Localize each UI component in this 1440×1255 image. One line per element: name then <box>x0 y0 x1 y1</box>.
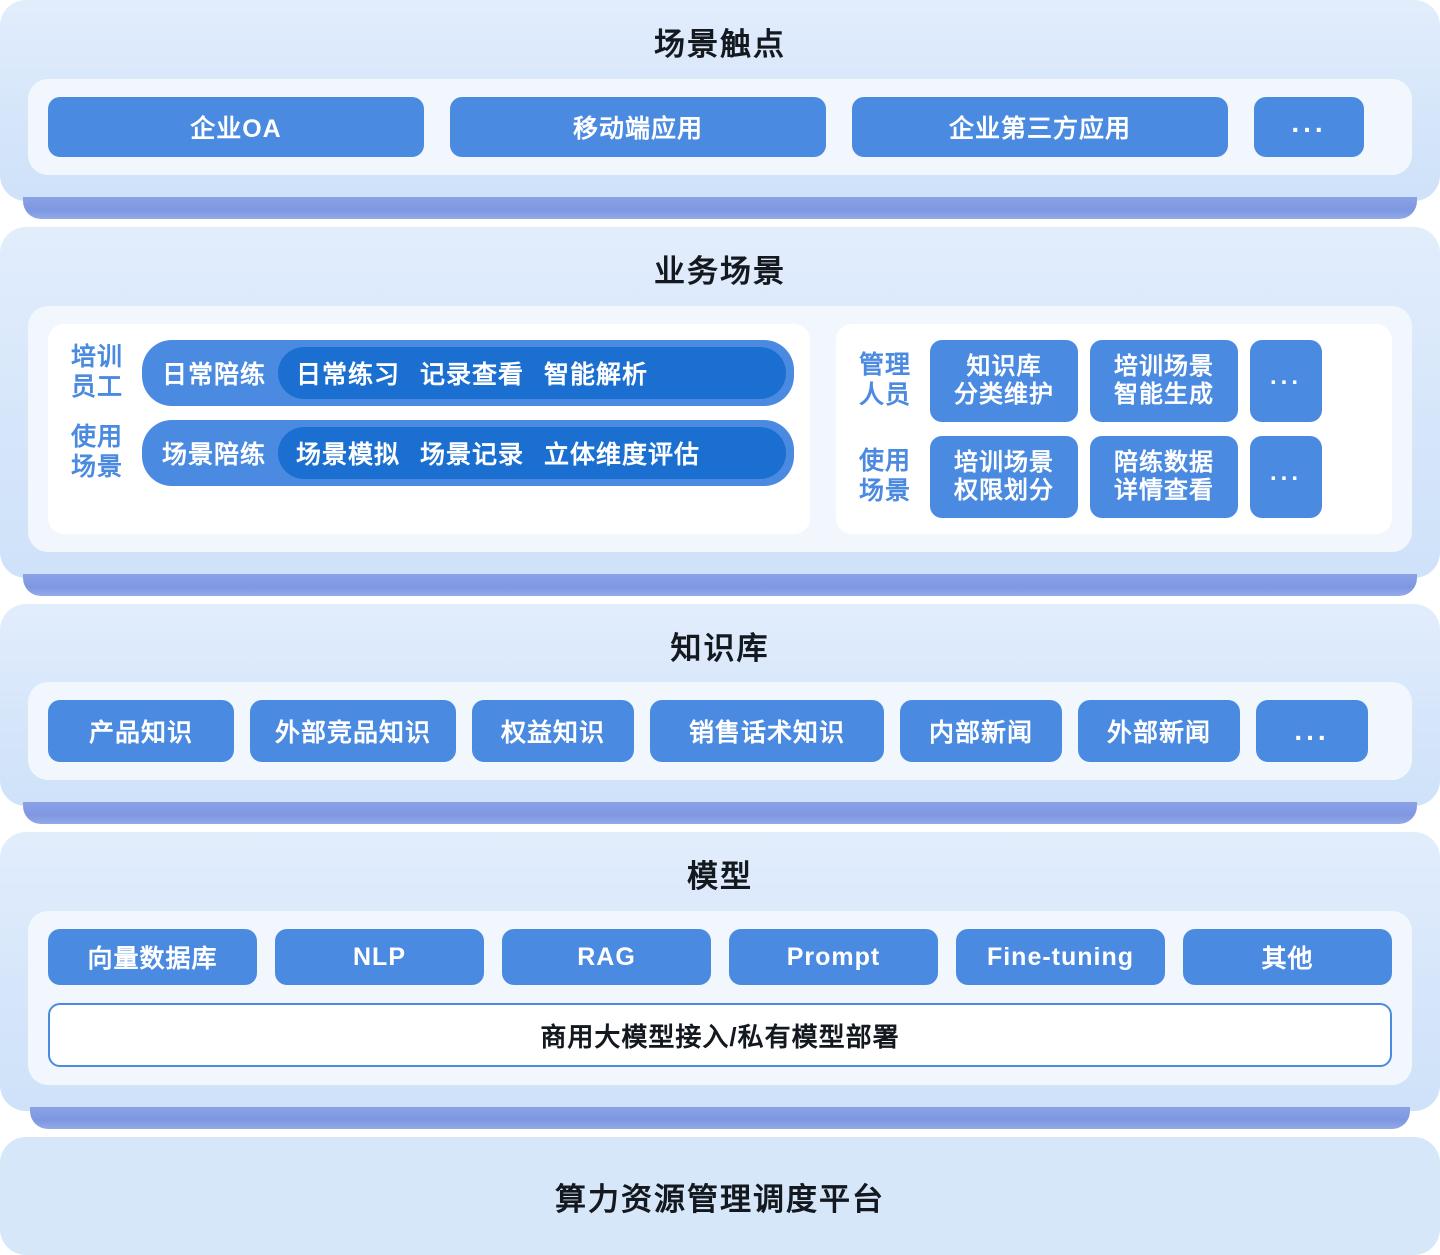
admin-chip-kb-category-maintenance[interactable]: 知识库 分类维护 <box>930 339 1078 422</box>
kb-chip-external-news[interactable]: 外部新闻 <box>1078 700 1240 763</box>
stack-plate-touchpoints <box>23 196 1417 219</box>
layer-model: 模型 向量数据库 NLP RAG Prompt Fine-tuning 其他 商… <box>0 832 1440 1111</box>
touchpoint-more-ellipsis[interactable]: ... <box>1254 96 1364 157</box>
model-panel: 向量数据库 NLP RAG Prompt Fine-tuning 其他 商用大模… <box>28 911 1412 1085</box>
layer-title-touchpoints: 场景触点 <box>654 27 786 62</box>
touchpoint-enterprise-oa[interactable]: 企业OA <box>48 96 424 157</box>
business-row-admin-usage: 使用 场景 培训场景 权限划分 陪练数据 详情查看 ... <box>852 435 1376 518</box>
layer-business-scenarios: 业务场景 培训 员工 日常陪练 日常练习 记录查看 智能解析 <box>0 226 1440 578</box>
pill-item-scenario-record[interactable]: 场景记录 <box>420 440 525 469</box>
admin-more-ellipsis-bottom[interactable]: ... <box>1250 435 1322 518</box>
pill-scenario-coaching[interactable]: 场景陪练 场景模拟 场景记录 立体维度评估 <box>142 419 794 486</box>
touchpoints-row: 企业OA 移动端应用 企业第三方应用 ... <box>48 96 1392 157</box>
model-chip-nlp[interactable]: NLP <box>275 929 484 985</box>
layer-title-business-scenarios: 业务场景 <box>654 253 786 289</box>
pill-head-scenario-coaching: 场景陪练 <box>162 440 267 469</box>
row-label-trainee-staff: 培训 员工 <box>70 343 123 401</box>
model-chip-rag[interactable]: RAG <box>502 929 711 985</box>
model-techniques-row: 向量数据库 NLP RAG Prompt Fine-tuning 其他 <box>48 929 1392 985</box>
layer-title-knowledge-base: 知识库 <box>670 630 770 666</box>
model-chip-fine-tuning[interactable]: Fine-tuning <box>956 929 1165 985</box>
model-chip-prompt[interactable]: Prompt <box>729 929 938 985</box>
knowledge-base-row: 产品知识 外部竞品知识 权益知识 销售话术知识 内部新闻 外部新闻 ... <box>48 700 1392 763</box>
layer-knowledge-base: 知识库 产品知识 外部竞品知识 权益知识 销售话术知识 内部新闻 外部新闻 ..… <box>0 603 1440 807</box>
pill-inner-scenario-coaching-items: 场景模拟 场景记录 立体维度评估 <box>278 426 786 479</box>
admin-chip-coaching-data-details[interactable]: 陪练数据 详情查看 <box>1090 435 1238 518</box>
business-card-trainee: 培训 员工 日常陪练 日常练习 记录查看 智能解析 使用 场景 <box>48 323 810 534</box>
kb-chip-competitor-knowledge[interactable]: 外部竞品知识 <box>250 700 456 763</box>
layer-compute-platform: 算力资源管理调度平台 <box>0 1137 1440 1255</box>
model-chip-vector-database[interactable]: 向量数据库 <box>48 929 257 985</box>
layer-title-model: 模型 <box>687 859 753 895</box>
stack-plate-business-scenarios <box>23 573 1417 596</box>
pill-item-record-view[interactable]: 记录查看 <box>420 360 525 389</box>
pill-item-smart-analysis[interactable]: 智能解析 <box>544 360 649 389</box>
pill-inner-daily-coaching-items: 日常练习 记录查看 智能解析 <box>278 346 786 399</box>
kb-more-ellipsis[interactable]: ... <box>1256 700 1368 763</box>
business-scenarios-panel: 培训 员工 日常陪练 日常练习 记录查看 智能解析 使用 场景 <box>28 305 1412 552</box>
pill-item-scenario-simulation[interactable]: 场景模拟 <box>296 440 401 469</box>
pill-item-daily-practice[interactable]: 日常练习 <box>296 360 401 389</box>
admin-chip-training-scenario-generation[interactable]: 培训场景 智能生成 <box>1090 339 1238 422</box>
row-label-trainee-usage: 使用 场景 <box>70 423 123 481</box>
row-label-admin-usage: 使用 场景 <box>858 447 911 505</box>
layer-touchpoints: 场景触点 企业OA 移动端应用 企业第三方应用 ... <box>0 0 1440 201</box>
business-row-admin-staff: 管理 人员 知识库 分类维护 培训场景 智能生成 ... <box>852 339 1376 422</box>
kb-chip-sales-script-knowledge[interactable]: 销售话术知识 <box>650 700 884 763</box>
business-scenarios-columns: 培训 员工 日常陪练 日常练习 记录查看 智能解析 使用 场景 <box>48 323 1392 534</box>
admin-more-ellipsis-top[interactable]: ... <box>1250 339 1322 422</box>
admin-chip-training-scenario-permissions[interactable]: 培训场景 权限划分 <box>930 435 1078 518</box>
business-row-trainee-staff: 培训 员工 日常陪练 日常练习 记录查看 智能解析 <box>64 339 794 406</box>
layer-title-compute-platform: 算力资源管理调度平台 <box>555 1181 885 1217</box>
stack-plate-knowledge-base <box>23 802 1417 825</box>
touchpoints-panel: 企业OA 移动端应用 企业第三方应用 ... <box>28 78 1412 175</box>
pill-item-multidimensional-evaluation[interactable]: 立体维度评估 <box>544 440 701 469</box>
business-card-admin: 管理 人员 知识库 分类维护 培训场景 智能生成 ... 使用 场景 培训场景 … <box>836 323 1392 534</box>
pill-daily-coaching[interactable]: 日常陪练 日常练习 记录查看 智能解析 <box>142 339 794 406</box>
touchpoint-mobile-app[interactable]: 移动端应用 <box>450 96 826 157</box>
touchpoint-third-party-app[interactable]: 企业第三方应用 <box>852 96 1228 157</box>
business-row-trainee-usage: 使用 场景 场景陪练 场景模拟 场景记录 立体维度评估 <box>64 419 794 486</box>
knowledge-base-panel: 产品知识 外部竞品知识 权益知识 销售话术知识 内部新闻 外部新闻 ... <box>28 682 1412 781</box>
kb-chip-internal-news[interactable]: 内部新闻 <box>900 700 1062 763</box>
model-chip-other[interactable]: 其他 <box>1183 929 1392 985</box>
kb-chip-benefits-knowledge[interactable]: 权益知识 <box>472 700 634 763</box>
row-label-admin-staff: 管理 人员 <box>858 351 911 409</box>
kb-chip-product-knowledge[interactable]: 产品知识 <box>48 700 234 763</box>
stack-plate-model <box>30 1107 1410 1129</box>
model-deployment-banner: 商用大模型接入/私有模型部署 <box>48 1003 1392 1067</box>
pill-head-daily-coaching: 日常陪练 <box>162 360 267 389</box>
